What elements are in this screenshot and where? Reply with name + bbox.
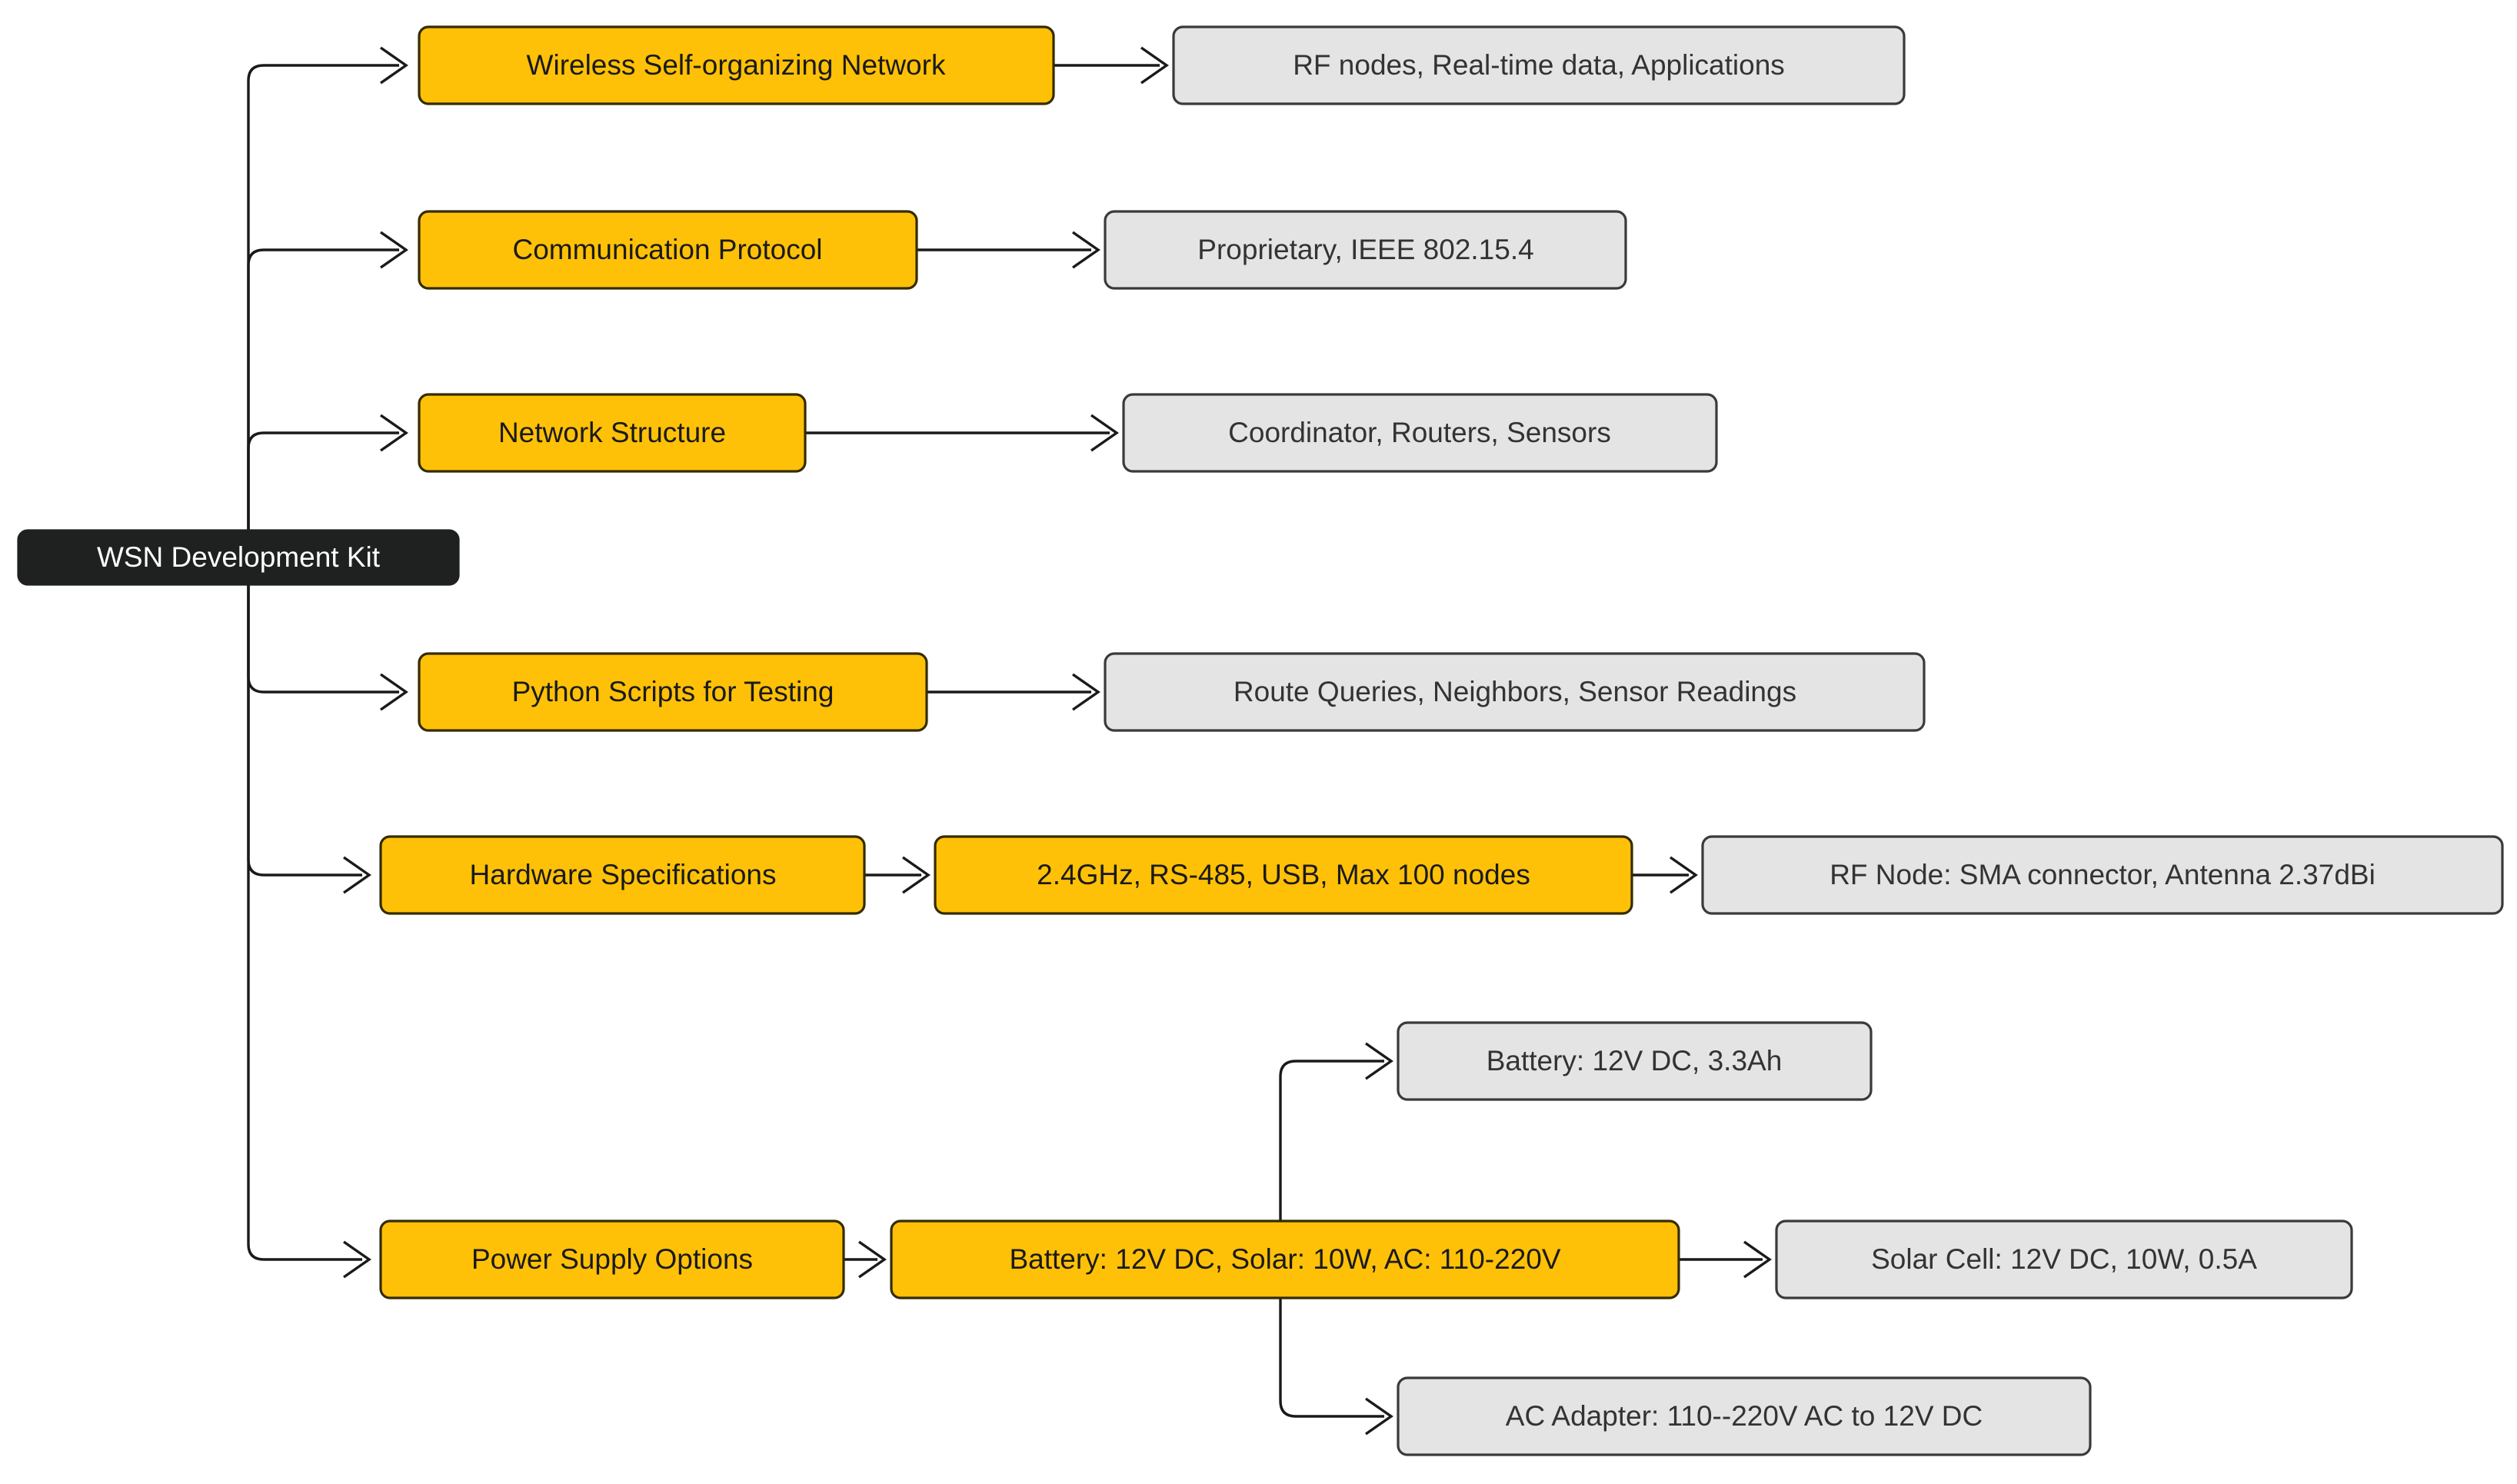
node-communication-protocol-detail[interactable]: Proprietary, IEEE 802.15.4 [1104,210,1627,290]
node-power-spec-values-rect[interactable] [890,1219,1680,1299]
edge-root-to-power [247,584,362,1261]
edge-arrowhead-protocol-detail [1072,231,1100,269]
node-network-structure[interactable]: Network Structure [418,393,807,473]
node-hardware-specifications[interactable]: Hardware Specifications [379,835,866,915]
node-python-scripts-detail-rect[interactable] [1104,652,1926,732]
edge-root-to-protocol [247,248,399,531]
node-python-scripts-detail[interactable]: Route Queries, Neighbors, Sensor Reading… [1104,652,1926,732]
node-power-battery-rect[interactable] [1397,1021,1873,1101]
node-power-supply-options-rect[interactable] [379,1219,845,1299]
node-wireless-network[interactable]: Wireless Self-organizing Network [418,25,1055,105]
node-network-structure-detail-rect[interactable] [1122,393,1718,473]
edge-arrowhead-wsn [380,46,408,85]
edge-arrowhead-hardware-rf [1670,856,1698,894]
node-communication-protocol[interactable]: Communication Protocol [418,210,918,290]
node-power-ac-adapter[interactable]: AC Adapter: 110--220V AC to 12V DC [1397,1376,2092,1456]
edge-arrowhead-power [343,1240,371,1279]
edge-arrowhead-protocol [380,231,408,269]
node-network-structure-detail[interactable]: Coordinator, Routers, Sensors [1122,393,1718,473]
edge-arrowhead-wsn-detail [1140,46,1169,85]
node-power-ac-adapter-rect[interactable] [1397,1376,2092,1456]
edge-arrowhead-power-spec [858,1240,887,1279]
node-power-battery[interactable]: Battery: 12V DC, 3.3Ah [1397,1021,1873,1101]
node-network-structure-rect[interactable] [418,393,807,473]
node-wireless-network-rect[interactable] [418,25,1055,105]
edge-arrowhead-structure-detail [1090,414,1119,452]
edge-arrowhead-structure [380,414,408,452]
node-python-scripts-rect[interactable] [418,652,928,732]
edge-arrowhead-hardware-spec [902,856,931,894]
edge-arrowhead-python [380,673,408,711]
node-power-solar-cell-rect[interactable] [1775,1219,2353,1299]
edge-arrowhead-python-detail [1072,673,1100,711]
edge-arrowhead-ac [1365,1397,1393,1436]
node-hardware-spec-values-rect[interactable] [934,835,1633,915]
node-power-solar-cell[interactable]: Solar Cell: 12V DC, 10W, 0.5A [1775,1219,2353,1299]
edge-root-to-structure [247,431,399,531]
edge-arrowhead-solar [1743,1240,1772,1279]
node-root[interactable]: WSN Development Kit [17,529,460,586]
node-hardware-specifications-rect[interactable] [379,835,866,915]
node-root-rect[interactable] [17,529,460,586]
edge-arrowhead-hardware [343,856,371,894]
node-hardware-rf-node[interactable]: RF Node: SMA connector, Antenna 2.37dBi [1701,835,2504,915]
edge-powerspec-to-ac [1279,1281,1384,1418]
node-wireless-network-detail[interactable]: RF nodes, Real-time data, Applications [1172,25,1906,105]
node-communication-protocol-rect[interactable] [418,210,918,290]
node-power-supply-options[interactable]: Power Supply Options [379,1219,845,1299]
node-communication-protocol-detail-rect[interactable] [1104,210,1627,290]
edge-powerspec-to-battery [1279,1060,1384,1238]
node-python-scripts[interactable]: Python Scripts for Testing [418,652,928,732]
node-power-spec-values[interactable]: Battery: 12V DC, Solar: 10W, AC: 110-220… [890,1219,1680,1299]
edge-root-to-wsn [247,64,399,531]
edge-arrowhead-battery [1365,1042,1393,1080]
node-wireless-network-detail-rect[interactable] [1172,25,1906,105]
node-hardware-rf-node-rect[interactable] [1701,835,2504,915]
edge-layer [247,46,1772,1436]
node-hardware-spec-values[interactable]: 2.4GHz, RS-485, USB, Max 100 nodes [934,835,1633,915]
